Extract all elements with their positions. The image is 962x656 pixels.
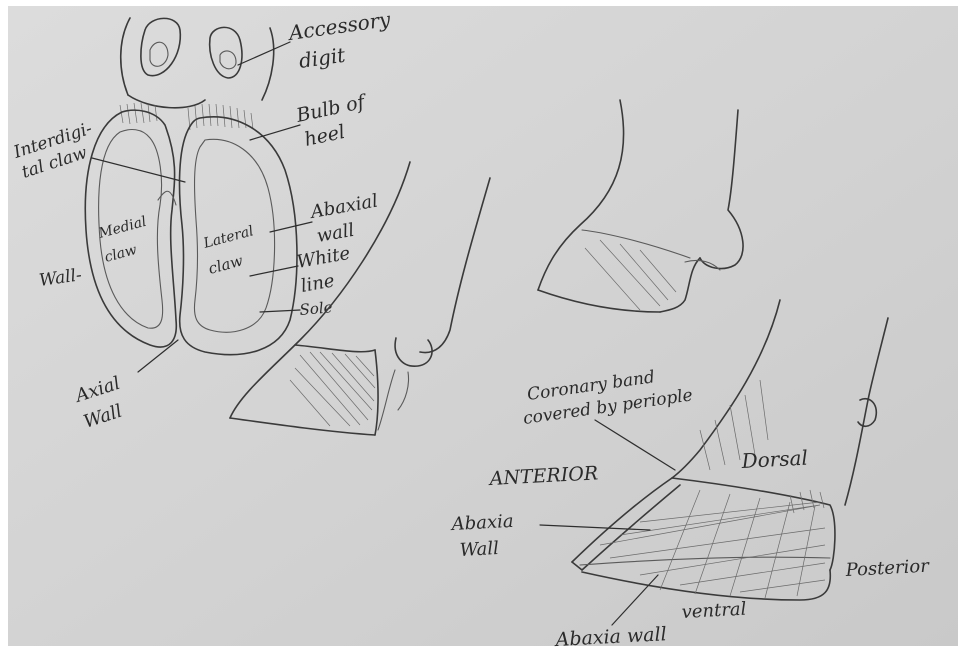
abaxia-wall-bottom-label: Abaxia wall [553,623,667,651]
dorsal-label: Dorsal [740,446,808,473]
posterior-label: Posterior [844,556,931,581]
abaxia-wall-label-2: Wall [459,538,499,561]
abaxia-wall-label-1: Abaxia [449,511,514,535]
ventral-label: ventral [681,599,747,623]
